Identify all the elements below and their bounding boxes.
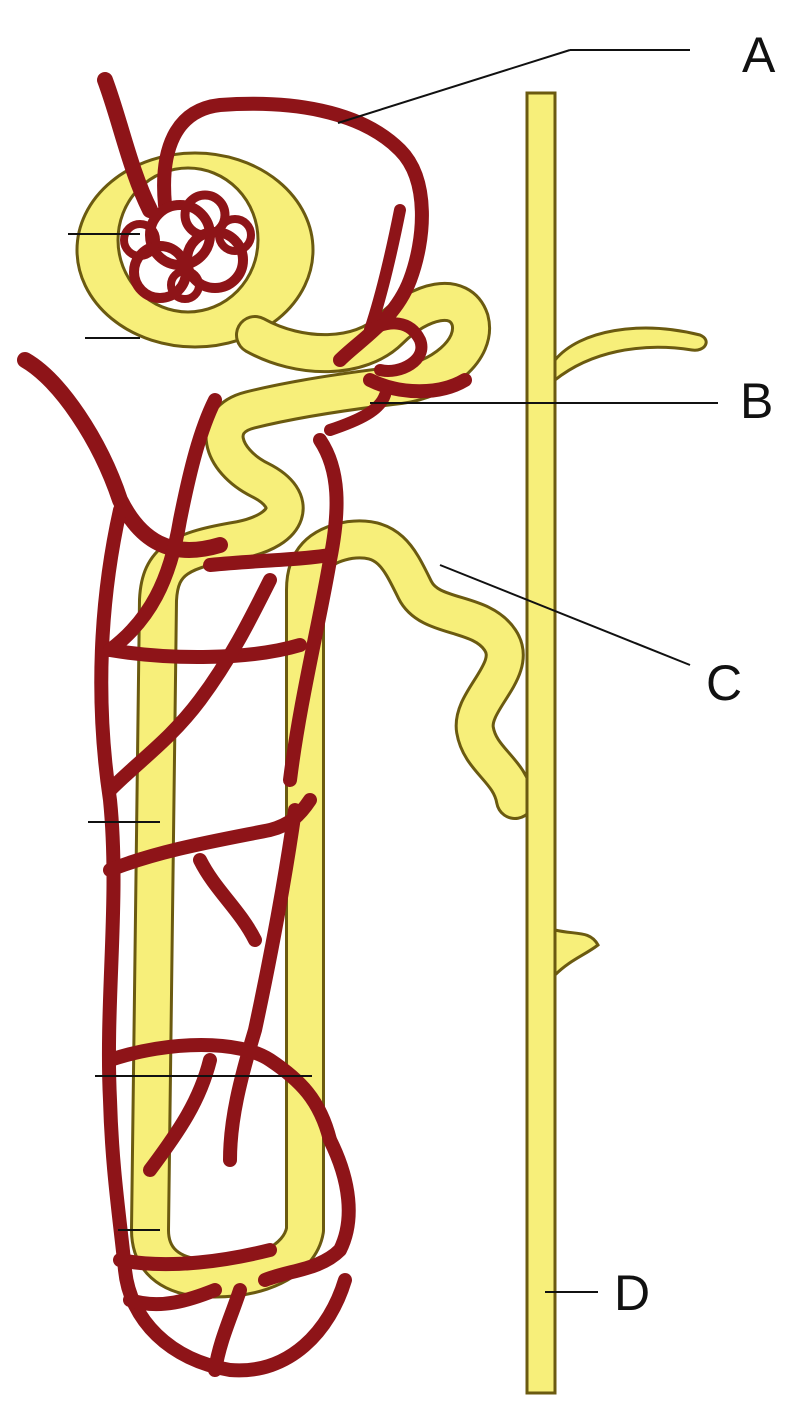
label-b: B: [740, 373, 773, 429]
collecting-duct: [527, 93, 706, 1393]
label-a: A: [742, 27, 776, 83]
labels: A B C D: [614, 27, 776, 1321]
bowmans-capsule: [77, 153, 313, 347]
label-d: D: [614, 1265, 650, 1321]
label-c: C: [706, 655, 742, 711]
